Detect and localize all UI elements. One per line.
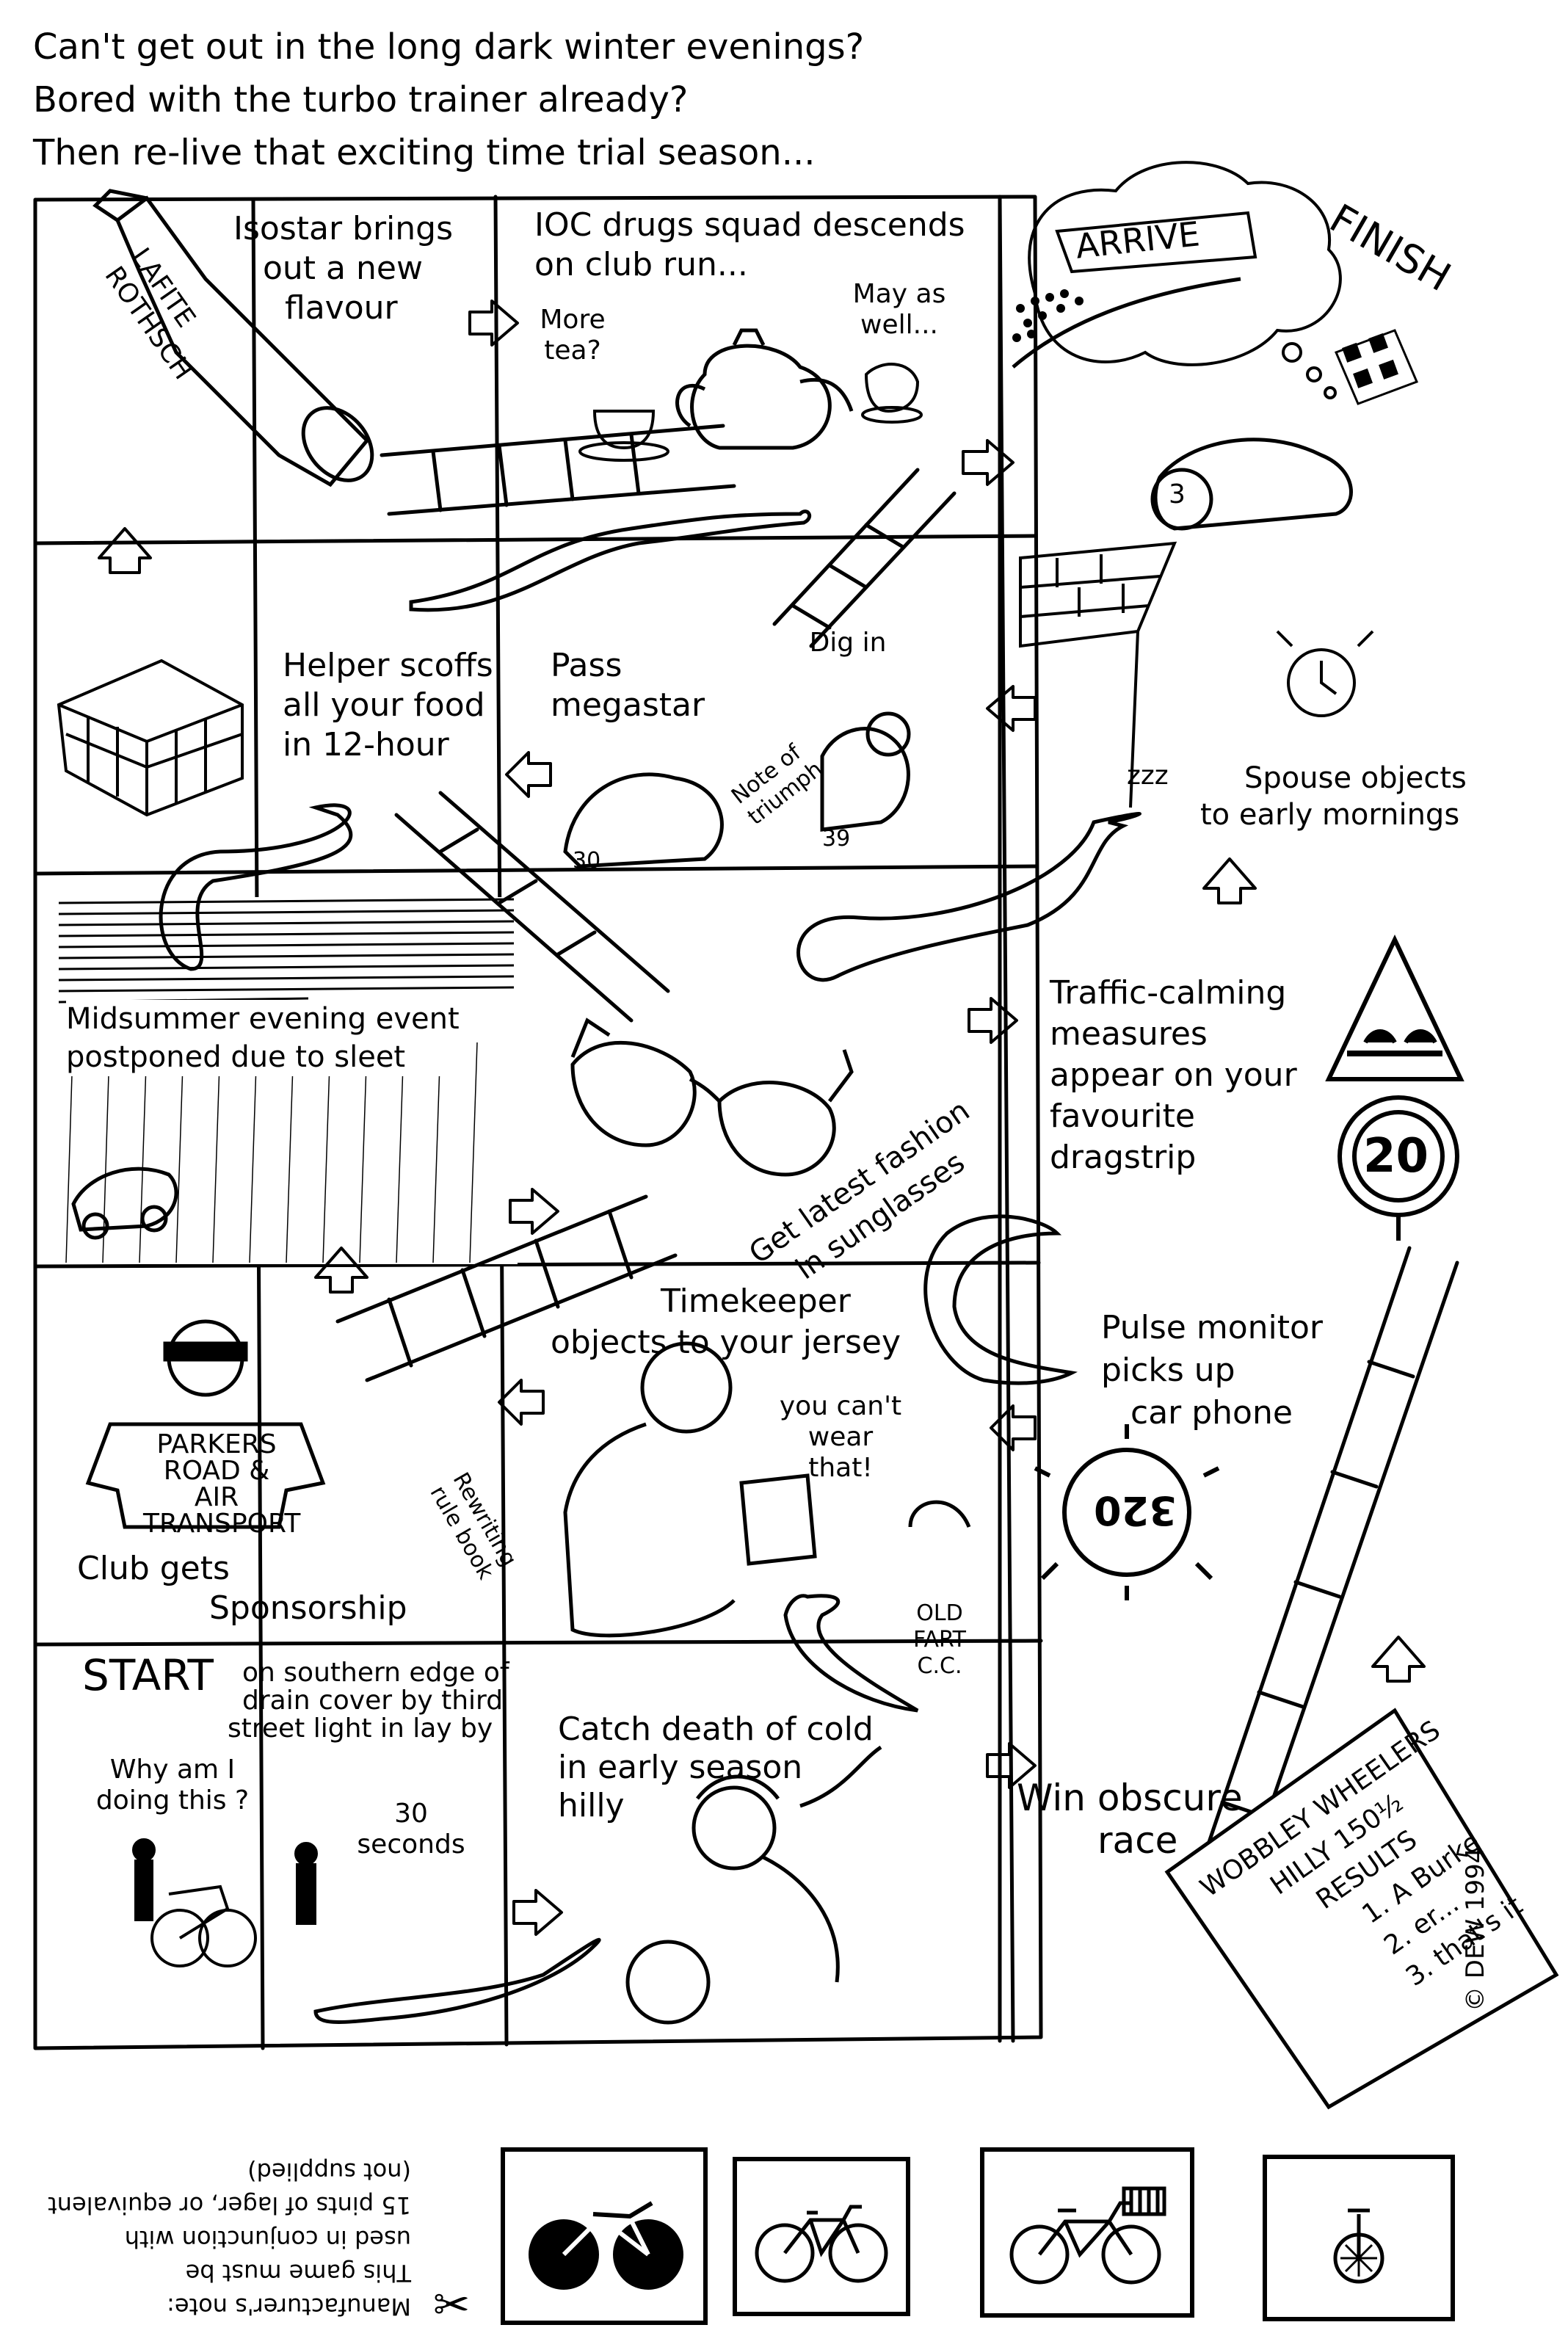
helper-text: Helper scoffs all your food in 12-hour [283,647,493,763]
start-title: START [82,1650,214,1700]
rider-number-39: 39 [822,826,851,852]
start-riders-picture [132,1838,318,1967]
cold-text: Catch death of cold in early season hill… [558,1711,874,1824]
house-roof-picture [1019,541,1177,808]
arrow-right-2 [962,439,1015,486]
jersey-text: PARKERS ROAD & AIR TRANSPORT [143,1429,301,1539]
thirty-seconds-bubble: 30 seconds [357,1799,465,1860]
cold-rider-picture [625,1745,882,2025]
shopping-bike-icon [1009,2186,1166,2285]
results-sheet-picture [1164,1708,1559,2110]
ioc-text: IOC drugs squad descends on club run... [534,206,965,283]
bike-token-1[interactable] [501,2147,708,2325]
ladder-3 [394,791,670,1023]
wine-bottle-picture [92,189,374,487]
teacup-right-picture [861,363,923,424]
old-fart-sign: OLD FART C.C. [912,1600,966,1679]
pulse-text: Pulse monitor picks up car phone [1101,1309,1324,1432]
speed-limit-sign [1337,1095,1459,1241]
intro-line-2: Bored with the turbo trainer already? [33,79,689,120]
arrow-right-6 [986,1742,1037,1789]
snake-2 [159,803,353,971]
arrow-left-1 [986,685,1037,732]
may-as-well-bubble: May as well... [852,279,946,340]
arrow-up-1 [98,527,152,574]
finish-rider-number: 3 [1169,479,1186,509]
arrow-right-3 [968,997,1018,1044]
obscure-race-text: Win obscure race [1017,1777,1243,1862]
hump-warning-sign [1325,934,1464,1081]
crashed-rider-picture [1150,438,1353,531]
sunglasses-picture [570,1017,854,1177]
megastar-riders-picture [563,711,911,868]
grid-col-3 [998,195,1015,2043]
scissors-icon: ✂ [433,2279,471,2331]
dig-in-bubble: Dig in [809,628,887,658]
intro-line-3: Then re-live that exciting time trial se… [33,132,816,173]
snake-3 [796,812,1141,982]
crowd-dots-picture [1012,289,1084,342]
rider-number-30: 30 [573,848,601,874]
arrow-up-3 [314,1247,369,1294]
timekeeper-text: Timekeeper objects to your jersey [551,1283,901,1361]
midsummer-text: Midsummer evening event postponed due to… [66,1000,460,1076]
spouse-text: Spouse objects to early mornings [1200,761,1467,832]
arrow-right-1 [468,300,519,347]
teacup-left-picture [578,410,669,462]
snake-1 [409,509,812,612]
sleet-panel [58,897,518,1264]
arrow-up-4 [1371,1636,1426,1683]
pulse-monitor-picture [1034,1424,1220,1600]
megastar-text: Pass megastar [551,647,705,724]
arrow-left-2 [505,751,552,798]
speed-limit-number: 20 [1363,1129,1429,1183]
ladder-4 [335,1194,678,1382]
finish-banner-picture [1012,211,1257,369]
bike-token-4[interactable] [1263,2155,1455,2321]
arrow-left-4 [990,1404,1037,1451]
sponsored-rider-picture [85,1319,326,1529]
ladder-2 [772,468,957,648]
chequered-flag-picture [1335,329,1418,405]
time-trial-bike-icon [529,2201,683,2290]
ladder-1 [380,424,736,516]
board-frame [33,195,1043,2050]
arrow-right-5 [512,1889,563,1936]
isostar-text: Isostar brings out a new flavour [233,210,454,327]
arrow-up-2 [1202,857,1257,904]
bike-token-2[interactable] [733,2157,910,2316]
more-tea-bubble: More tea? [540,305,606,366]
why-am-i-bubble: Why am I doing this ? [95,1755,250,1815]
cant-wear-that-bubble: you can't wear that! [779,1391,902,1483]
sponsorship-text: Club gets Sponsorship [77,1550,407,1627]
copyright-text: © DEW 1994 [1461,1847,1490,2012]
snake-6 [313,1937,601,2024]
manufacturers-note: Manufacturer's note: This game must be u… [48,2158,411,2321]
snake-5 [783,1594,919,1713]
pulse-display: 320 [1094,1487,1177,1534]
arrow-left-3 [498,1379,545,1426]
grid-row-3 [33,1260,1041,1269]
road-bike-icon [755,2205,888,2283]
zzz-text: zzz [1127,761,1169,791]
grid-row-1 [33,534,1037,545]
bike-token-3[interactable] [980,2147,1194,2318]
grid-row-2 [33,864,1039,876]
picnic-basket-picture [57,659,244,817]
start-text: on southern edge of drain cover by third… [228,1658,509,1744]
intro-line-1: Can't get out in the long dark winter ev… [33,26,865,68]
snake-4 [923,1214,1078,1385]
arrow-right-4 [509,1188,559,1235]
intro-text: Can't get out in the long dark winter ev… [33,21,1134,179]
timekeeper-picture [563,1341,971,1638]
grid-row-4 [33,1639,1043,1647]
teapot-picture [675,328,854,450]
thought-cloud-picture [1028,161,1342,399]
ladder-5 [1202,1246,1459,1874]
car-picture [71,1167,178,1240]
alarm-clock-picture [1276,630,1374,717]
unicycle-icon [1333,2208,1384,2284]
traffic-text: Traffic-calming measures appear on your … [1050,974,1297,1176]
